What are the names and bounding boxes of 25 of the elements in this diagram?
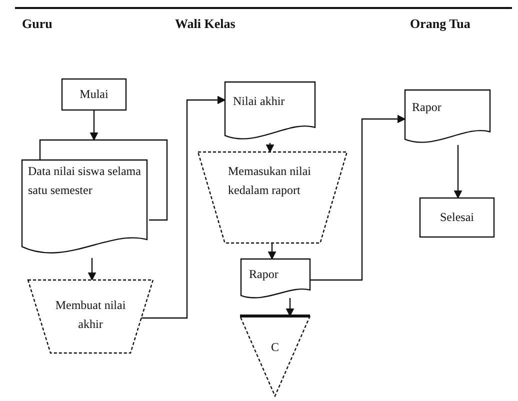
offline-storage-triangle xyxy=(240,316,310,396)
arrow xyxy=(268,243,276,260)
arrow xyxy=(286,298,294,317)
node-text: Memasukan nilai kedalam raport xyxy=(228,163,312,199)
node-text: C xyxy=(270,339,280,356)
node-text: Rapor xyxy=(412,99,442,116)
manual-operation-trapezoid xyxy=(28,280,153,353)
manual-operation-trapezoid xyxy=(198,152,347,243)
process-box xyxy=(62,79,126,110)
arrow xyxy=(90,110,98,141)
node-text: Data nilai siswa selama satu semester xyxy=(28,163,142,199)
arrow xyxy=(266,143,274,153)
node-text: Selesai xyxy=(439,209,475,226)
arrow xyxy=(454,145,462,199)
node-text: Rapor xyxy=(249,266,280,283)
lane-heading: Guru xyxy=(22,16,52,32)
lane-heading: Orang Tua xyxy=(410,16,470,32)
arrow xyxy=(310,114,406,281)
node-text: Membuat nilai akhir xyxy=(54,297,127,333)
node-text: Nilai akhir xyxy=(233,93,286,110)
arrow xyxy=(141,96,226,319)
node-text: Mulai xyxy=(78,86,110,103)
process-box xyxy=(420,198,494,237)
lane-heading: Wali Kelas xyxy=(175,16,236,32)
arrow xyxy=(88,258,96,281)
